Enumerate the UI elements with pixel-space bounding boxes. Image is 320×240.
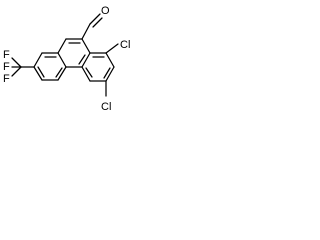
bond: [105, 52, 115, 68]
fluorine-label: F: [3, 61, 10, 73]
double-bond-inner: [78, 54, 86, 65]
bond: [105, 43, 119, 54]
bond: [81, 66, 91, 82]
bond: [81, 23, 91, 40]
fluorine-label: F: [3, 73, 10, 85]
chlorine-substituents: Cl Cl: [101, 39, 130, 113]
bond: [81, 38, 91, 54]
double-bond-inner: [103, 67, 111, 79]
trifluoromethyl-group: F F F: [3, 49, 35, 85]
bond: [89, 13, 101, 25]
chlorine-label: Cl: [101, 101, 111, 113]
right-ring: [81, 52, 115, 82]
bond: [57, 52, 67, 68]
bond: [33, 52, 43, 68]
bond: [105, 66, 115, 82]
bond: [11, 66, 22, 77]
double-bond-inner: [92, 17, 103, 28]
double-bond-inner: [85, 67, 93, 78]
bond: [81, 52, 91, 68]
double-bond-inner: [55, 67, 63, 78]
bond: [57, 66, 67, 81]
middle-ring: [57, 38, 91, 68]
chlorine-label: Cl: [120, 39, 130, 51]
bond: [11, 57, 22, 68]
bond: [33, 66, 43, 81]
double-bond-inner: [37, 66, 45, 78]
bond: [57, 38, 67, 54]
oxygen-label: O: [101, 5, 110, 17]
aldehyde-group: O: [81, 5, 110, 40]
left-ring: [33, 52, 67, 81]
chemical-structure-diagram: O F F F Cl Cl: [3, 5, 130, 113]
fluorine-label: F: [3, 49, 10, 61]
